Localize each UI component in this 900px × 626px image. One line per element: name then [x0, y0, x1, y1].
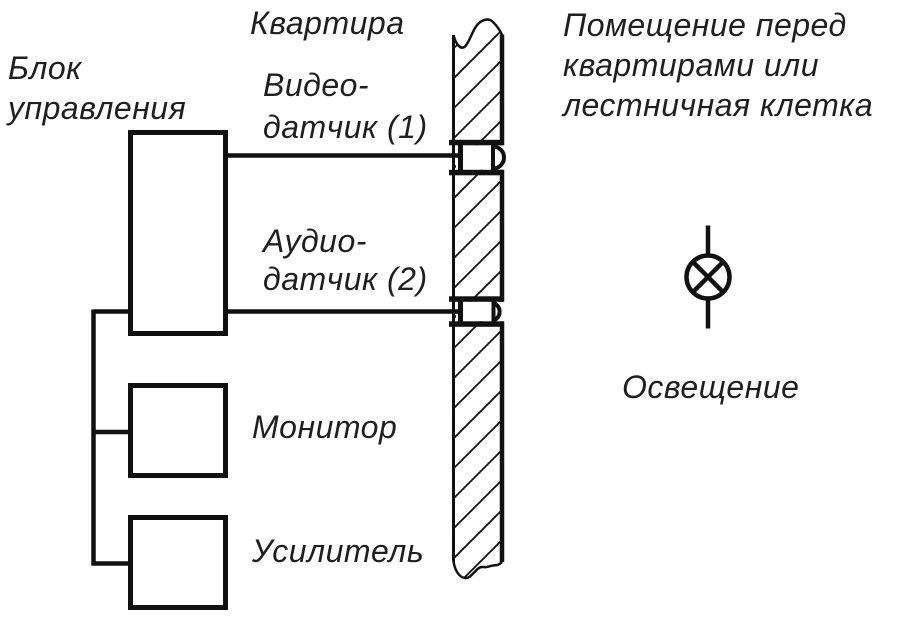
video-sensor-feedthrough: [449, 139, 506, 176]
lamp-icon: [684, 225, 732, 329]
audio-sensor-dome: [491, 300, 502, 324]
video-hole-bottom-edge: [449, 169, 504, 176]
wall-break-bottom: [452, 560, 503, 580]
hall-label-line1: Помещение перед: [563, 7, 847, 43]
video-hole-top-edge: [449, 139, 504, 146]
monitor-box: [128, 383, 228, 478]
control-unit-label-line1: Блок: [8, 50, 83, 86]
amplifier-box: [128, 515, 228, 610]
lamp-cross-2: [691, 260, 725, 294]
audio-sensor-label-line2: датчик (2): [263, 261, 428, 297]
video-sensor-label-line1: Видео-: [263, 67, 369, 103]
lighting-label: Освещение: [622, 369, 799, 405]
audio-hole-top-edge: [449, 296, 504, 302]
amplifier-label: Усилитель: [251, 533, 424, 569]
wall-section: [449, 18, 507, 580]
bus-line: [91, 309, 128, 566]
apartment-label: Квартира: [250, 5, 405, 41]
control-unit-box: [128, 130, 228, 336]
wall-break-top: [452, 18, 504, 49]
video-sensor-dome: [491, 144, 506, 171]
audio-hole-bottom-edge: [449, 321, 504, 327]
control-unit-label-line2: управления: [6, 90, 186, 126]
video-sensor-label-line2: датчик (1): [263, 109, 428, 145]
hall-label-line2: квартирами или: [563, 47, 819, 83]
audio-sensor-label-line1: Аудио-: [261, 223, 367, 259]
hall-label-line3: лестничная клетка: [561, 87, 873, 123]
monitor-label: Монитор: [252, 409, 397, 445]
